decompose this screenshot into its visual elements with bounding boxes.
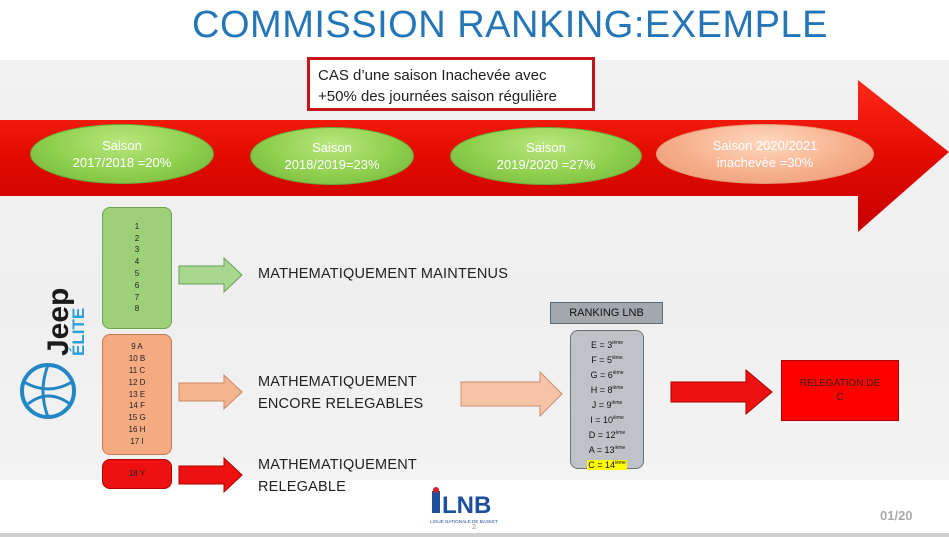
list-item: 9 A xyxy=(131,342,143,352)
ranking-row: G = 6ième xyxy=(590,370,624,380)
lnb-logo: LNB LIGUE NATIONALE DE BASKET 2 xyxy=(430,487,498,529)
list-item: 5 xyxy=(134,269,140,278)
season-label: Saison xyxy=(102,138,142,153)
footer-line xyxy=(0,533,949,537)
list-item: 6 xyxy=(134,280,140,290)
page-title: COMMISSION RANKING:EXEMPLE xyxy=(192,4,828,46)
list-item: 14 F xyxy=(128,401,145,411)
maintained-arrow xyxy=(178,257,243,293)
relegated-label: MATHEMATIQUEMENT RELEGABLE xyxy=(258,454,417,498)
list-item: 3 xyxy=(134,245,140,255)
list-item: 8 xyxy=(134,304,140,314)
list-item: 16 H xyxy=(128,424,146,434)
to-ranking-arrow xyxy=(460,371,563,417)
season-label: Saison 2020/2021 xyxy=(712,138,818,153)
ranking-row: J = 9ième xyxy=(591,400,623,410)
ranking-row: D = 12ème xyxy=(588,430,626,440)
list-item: 15 G xyxy=(128,413,146,423)
footer-band xyxy=(0,480,949,537)
relegated-label-line-1: MATHEMATIQUEMENT xyxy=(258,457,417,473)
lnb-tagline: LIGUE NATIONALE DE BASKET xyxy=(430,519,498,524)
list-item: 10 B xyxy=(128,354,146,364)
list-item: 12 D xyxy=(128,377,146,387)
relegable-arrow xyxy=(178,374,243,410)
relegable-label-line-2: ENCORE RELEGABLES xyxy=(258,396,424,412)
season-2018-2019: Saison 2018/2019=23% xyxy=(250,127,414,185)
season-2020-2021: Saison 2020/2021 inachevée =30% xyxy=(656,124,874,184)
season-2017-2018: Saison 2017/2018 =20% xyxy=(30,124,214,184)
season-value: 2019/2020 =27% xyxy=(496,157,596,172)
ranking-row: A = 13ième xyxy=(588,445,626,455)
lnb-wordmark: LNB xyxy=(442,492,491,519)
relegated-arrow xyxy=(178,457,243,493)
relegation-line-2: C xyxy=(836,392,844,403)
ranking-row: F = 5ième xyxy=(591,355,623,365)
group-relegated: 18 Y xyxy=(102,459,172,489)
relegation-box: RELEGATION DE C xyxy=(781,360,899,421)
season-value: inachevée =30% xyxy=(716,155,814,170)
ranking-row: I = 10ième xyxy=(590,415,624,425)
elite-wordmark: ÉLITE xyxy=(69,308,88,356)
season-value: 2017/2018 =20% xyxy=(72,155,172,170)
list-item: 1 xyxy=(134,221,140,231)
slide-number: 2 xyxy=(472,524,476,529)
season-value: 2018/2019=23% xyxy=(284,157,380,172)
season-label: Saison xyxy=(526,140,566,155)
list-item: 4 xyxy=(134,257,140,267)
case-description-box: CAS d’une saison Inachevée avec +50% des… xyxy=(307,57,595,111)
list-item: 13 E xyxy=(128,389,146,399)
list-item: 17 I xyxy=(130,436,144,446)
relegated-label-line-2: RELEGABLE xyxy=(258,479,347,495)
group-maintained: 1 2 3 4 5 6 7 8 xyxy=(102,207,172,329)
jeep-wordmark: Jeep xyxy=(42,288,75,356)
case-line-2: +50% des journées saison régulière xyxy=(318,88,557,105)
relegation-line-1: RELEGATION DE xyxy=(799,378,881,389)
ranking-row: H = 8ième xyxy=(590,385,624,395)
ranking-row: E = 3ième xyxy=(590,340,624,350)
ranking-row-highlighted: C = 14ième xyxy=(587,460,627,470)
season-label: Saison xyxy=(312,140,352,155)
list-item: 18 Y xyxy=(128,469,146,479)
list-item: 11 C xyxy=(128,366,146,375)
ranking-title: RANKING LNB xyxy=(550,302,663,324)
page-number: 01/20 xyxy=(880,508,913,523)
relegable-label: MATHEMATIQUEMENT ENCORE RELEGABLES xyxy=(258,371,423,415)
case-line-1: CAS d’une saison Inachevée avec xyxy=(318,67,547,84)
ranking-list: E = 3ième F = 5ième G = 6ième H = 8ième … xyxy=(570,330,644,470)
relegable-label-line-1: MATHEMATIQUEMENT xyxy=(258,374,417,390)
season-2019-2020: Saison 2019/2020 =27% xyxy=(450,127,642,185)
list-item: 7 xyxy=(134,292,140,302)
to-relegation-arrow xyxy=(670,369,773,415)
list-item: 2 xyxy=(134,233,140,243)
maintained-label: MATHEMATIQUEMENT MAINTENUS xyxy=(258,266,509,282)
jeep-elite-logo: Jeep ÉLITE xyxy=(20,288,88,419)
group-relegable: 9 A 10 B 11 C 12 D 13 E 14 F 15 G 16 H 1… xyxy=(102,334,172,455)
